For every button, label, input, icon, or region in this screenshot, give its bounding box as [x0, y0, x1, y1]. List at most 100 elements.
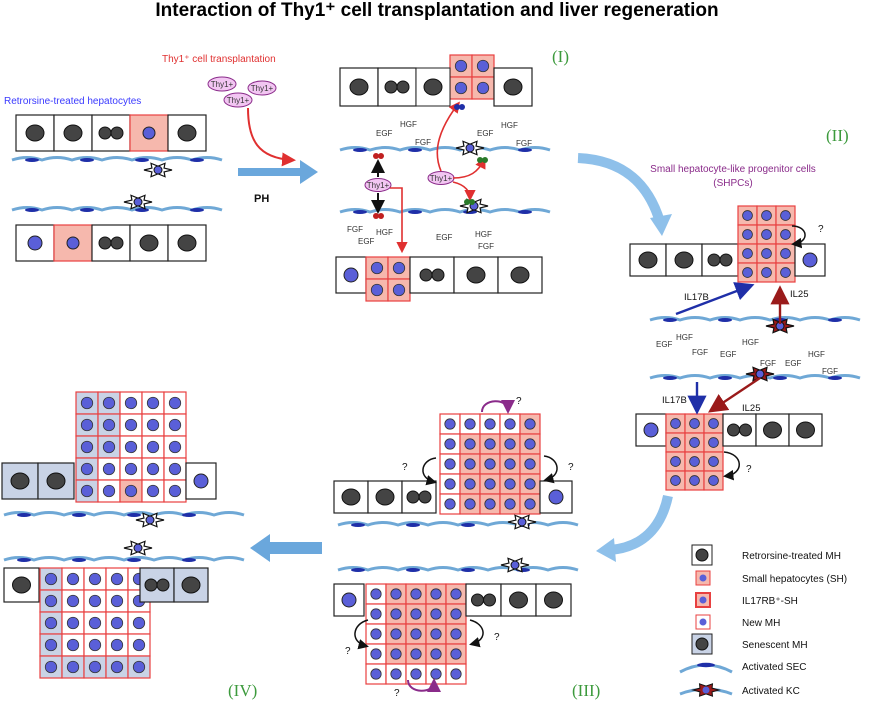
sec-nucleus	[718, 376, 732, 380]
sec-nucleus	[408, 148, 422, 152]
sec-nucleus	[663, 376, 677, 380]
mh-nucleus	[419, 268, 433, 282]
mh-nucleus	[431, 268, 445, 282]
question-mark: ?	[345, 646, 351, 657]
activated-kc-icon	[679, 683, 733, 697]
mh-nucleus	[139, 234, 159, 252]
sec-nucleus	[80, 158, 94, 162]
sh-nucleus	[742, 229, 753, 240]
hgf-text: HGF	[400, 120, 417, 129]
sh-nucleus	[80, 484, 94, 498]
sec-lining	[3, 556, 245, 562]
mh-nucleus	[25, 124, 45, 142]
fgf-text: FGF	[516, 139, 532, 148]
sh-nucleus	[102, 462, 116, 476]
sh-nucleus	[444, 458, 456, 470]
sh-nucleus	[484, 478, 496, 490]
sh-nucleus	[390, 648, 402, 660]
p0-sinusoid	[11, 156, 223, 212]
sh-nucleus	[689, 418, 700, 429]
sh-nucleus	[464, 498, 476, 510]
il25-text: IL25	[790, 289, 809, 300]
senescent-mh-icon	[691, 633, 713, 655]
question-mark: ?	[516, 396, 522, 407]
p1-hepatocyte-row-top	[339, 54, 533, 107]
mh-nucleus	[110, 126, 124, 140]
sec-nucleus	[72, 558, 86, 562]
sh-nucleus	[80, 462, 94, 476]
fgf-text: FGF	[692, 348, 708, 357]
kupffer-nucleus	[133, 197, 143, 207]
sh-nucleus	[102, 484, 116, 498]
p3-sinusoid	[337, 514, 579, 573]
sh-nucleus	[761, 248, 772, 259]
sh-nucleus	[708, 475, 719, 486]
sec-nucleus	[518, 148, 532, 152]
sh-nucleus	[124, 396, 138, 410]
sh-nucleus	[780, 248, 791, 259]
il25-text: IL25	[742, 403, 761, 414]
mh-nucleus	[10, 472, 30, 490]
sh-nucleus	[454, 81, 468, 95]
sec-nucleus	[72, 513, 86, 517]
sh-nucleus	[124, 484, 138, 498]
sh-nucleus	[390, 628, 402, 640]
sh-nucleus	[110, 638, 124, 652]
sh-nucleus	[484, 418, 496, 430]
sec-lining	[11, 156, 223, 162]
sh-nucleus	[484, 458, 496, 470]
sh-nucleus	[168, 396, 182, 410]
sec-nucleus	[190, 158, 204, 162]
sh-nucleus	[66, 638, 80, 652]
sh-nucleus	[146, 440, 160, 454]
sh-nucleus	[689, 475, 700, 486]
sh-nucleus	[410, 628, 422, 640]
ph-arrow	[238, 160, 318, 184]
sec-nucleus	[828, 376, 842, 380]
legend-label: Activated KC	[742, 686, 800, 697]
stage-arrow-2-3	[609, 494, 673, 555]
sh-nucleus	[80, 396, 94, 410]
sh-nucleus	[504, 418, 516, 430]
sh-nucleus	[450, 588, 462, 600]
sh-nucleus	[548, 489, 564, 505]
sh-nucleus	[708, 418, 719, 429]
sh-nucleus	[44, 660, 58, 674]
sh-nucleus	[444, 478, 456, 490]
sh-nucleus	[410, 648, 422, 660]
sh-nucleus	[761, 267, 772, 278]
kupffer-nucleus	[145, 515, 155, 525]
transplant-label: Thy1⁺ cell transplantation	[162, 54, 276, 65]
mh-nucleus	[396, 80, 410, 94]
sh-nucleus	[524, 478, 536, 490]
p4-hepatocyte-row-bottom	[3, 567, 209, 679]
sh-nucleus	[80, 440, 94, 454]
small-hepatocyte-icon	[695, 570, 711, 586]
mh-nucleus	[544, 591, 563, 609]
hepatocyte-cell	[665, 243, 703, 277]
sec-nucleus	[518, 210, 532, 214]
hgf-text: HGF	[742, 338, 759, 347]
sh-nucleus	[343, 267, 359, 283]
fgf-text: FGF	[822, 367, 838, 376]
sec-nucleus	[17, 513, 31, 517]
question-mark: ?	[402, 462, 408, 473]
sh-nucleus	[476, 59, 490, 73]
sh-nucleus	[80, 418, 94, 432]
sh-nucleus	[484, 438, 496, 450]
sh-nucleus	[44, 572, 58, 586]
sec-lining	[339, 146, 551, 152]
sh-nucleus	[410, 588, 422, 600]
sh-nucleus	[430, 628, 442, 640]
sec-nucleus	[25, 208, 39, 212]
sh-nucleus	[370, 668, 382, 680]
sec-nucleus	[718, 318, 732, 322]
sh-nucleus	[392, 261, 406, 275]
sh-nucleus	[66, 236, 80, 250]
mh-nucleus	[177, 124, 197, 142]
sh-nucleus	[484, 498, 496, 510]
sh-nucleus	[146, 462, 160, 476]
mh-nucleus	[46, 472, 66, 490]
sh-nucleus	[708, 437, 719, 448]
